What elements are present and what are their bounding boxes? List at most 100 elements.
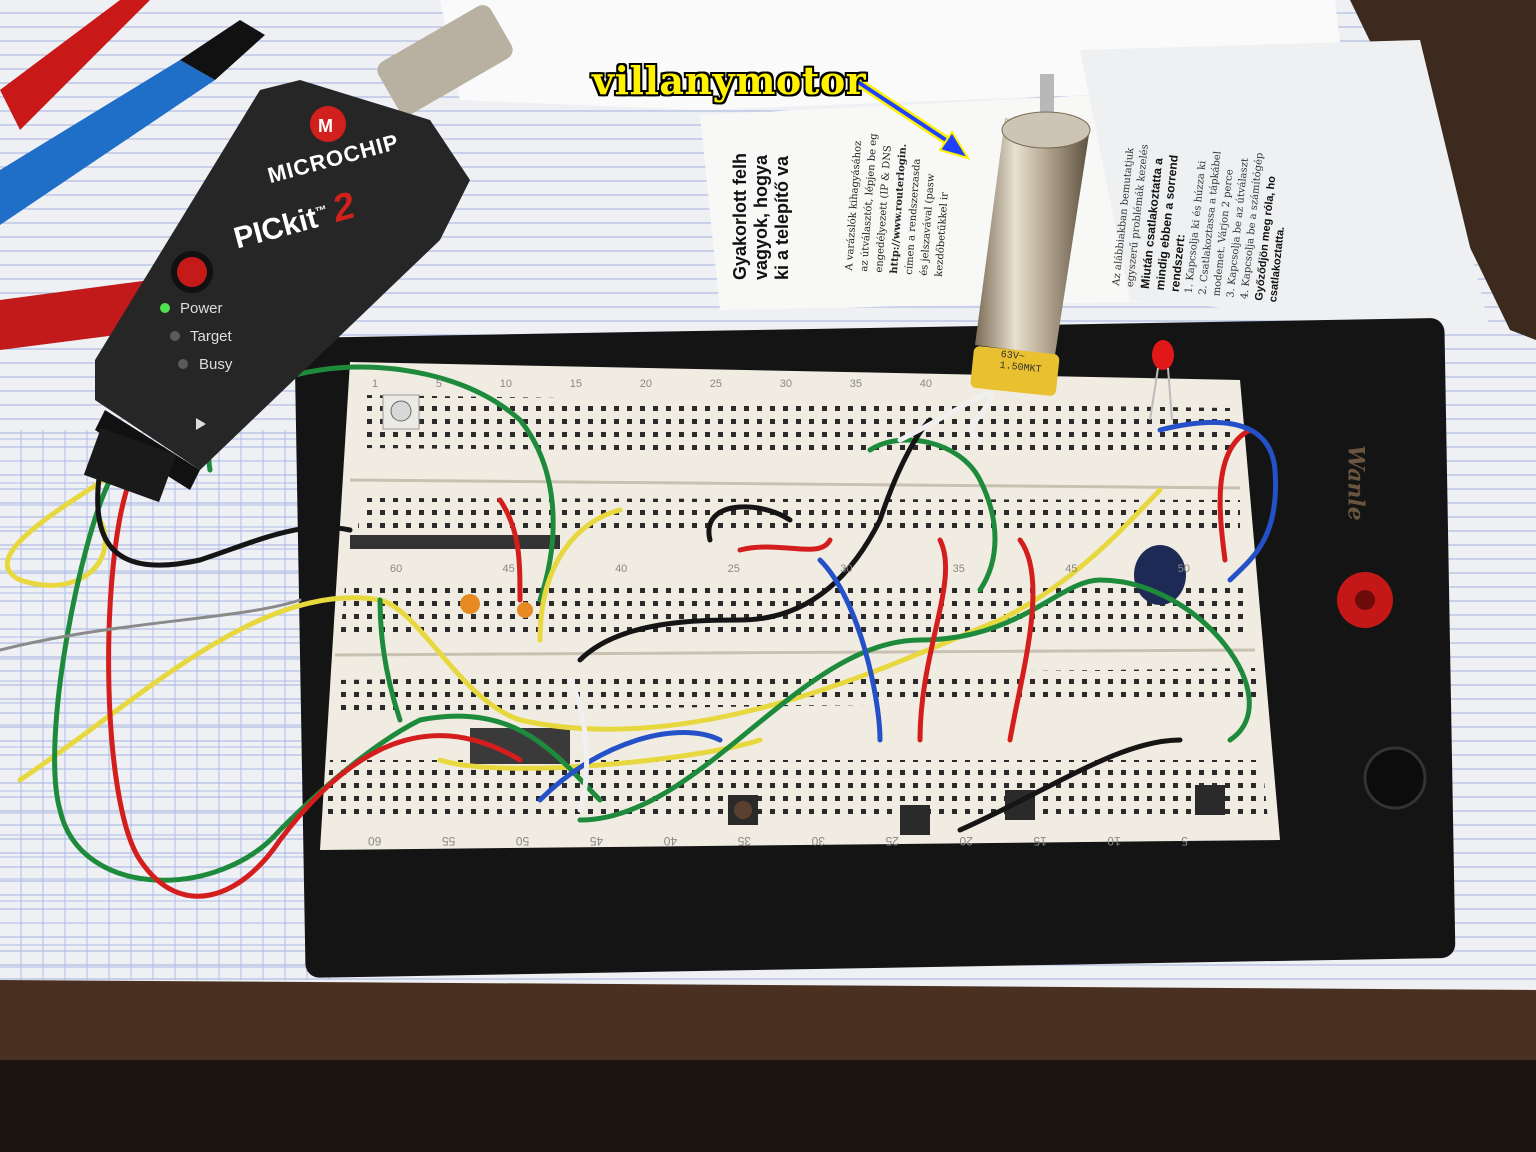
column-number: 5 bbox=[1181, 834, 1188, 848]
wire-red-3 bbox=[737, 537, 833, 553]
row-number: 60 bbox=[390, 563, 403, 575]
column-number: 20 bbox=[639, 378, 652, 390]
column-number: 35 bbox=[849, 378, 862, 390]
column-number: 35 bbox=[737, 834, 752, 848]
wire-black-long bbox=[95, 467, 353, 568]
column-number: 20 bbox=[959, 834, 973, 848]
wire-gray-long bbox=[0, 598, 302, 652]
led-label-busy: Busy bbox=[199, 356, 233, 373]
blue-pen bbox=[0, 60, 215, 225]
manual-heading-line: Gyakorlott felh bbox=[730, 152, 750, 280]
pickit-programmer: M bbox=[83, 5, 513, 503]
column-number: 40 bbox=[919, 378, 932, 390]
pickit-button bbox=[171, 251, 213, 293]
wire-red-2 bbox=[497, 497, 523, 603]
column-number: 30 bbox=[811, 834, 825, 848]
rail-stripe bbox=[334, 648, 1256, 657]
column-number: 45 bbox=[589, 834, 604, 848]
row-number: 35 bbox=[952, 563, 965, 575]
floor-shadow bbox=[0, 1060, 1536, 1152]
wire-blue-3 bbox=[537, 730, 723, 803]
manual-heading: Gyakorlott felh vagyok, hogya ki a telep… bbox=[730, 120, 793, 280]
pin-header bbox=[350, 535, 560, 549]
film-capacitor bbox=[970, 346, 1060, 396]
manual-right-text: Az alábbiakban bemutatjuk egyszerű probl… bbox=[1110, 76, 1302, 303]
wire-red-6 bbox=[1217, 427, 1253, 563]
wire-red-4 bbox=[917, 537, 949, 743]
annotation-arrow bbox=[853, 77, 971, 160]
ceramic-capacitor bbox=[517, 602, 533, 618]
wire-black-4 bbox=[957, 737, 1183, 833]
column-number: 25 bbox=[709, 378, 722, 390]
target-led bbox=[170, 331, 180, 341]
wire-blue-2 bbox=[817, 557, 883, 743]
manual-page bbox=[700, 90, 1230, 310]
power-led bbox=[160, 303, 170, 313]
black-pen-cap bbox=[180, 20, 265, 80]
terminal-post-black bbox=[1363, 746, 1427, 810]
wire-black-3 bbox=[706, 504, 793, 543]
row-numbers-mid: 60 45 40 25 30 35 45 50 bbox=[390, 563, 1190, 575]
row-number: 40 bbox=[615, 563, 628, 575]
column-number: 15 bbox=[1033, 834, 1047, 848]
column-number: 40 bbox=[663, 834, 678, 848]
column-numbers-bottom: 5 10 15 20 25 30 35 40 45 50 55 60 bbox=[368, 834, 1188, 848]
column-numbers-top: 1 5 10 15 20 25 30 35 40 bbox=[372, 378, 932, 390]
wire-green-long bbox=[52, 477, 603, 883]
row-number: 45 bbox=[502, 563, 515, 575]
row-number: 45 bbox=[1065, 563, 1078, 575]
wire-white bbox=[897, 391, 994, 443]
column-number: 50 bbox=[515, 834, 530, 848]
red-pliers bbox=[0, 0, 150, 130]
wire-white-2 bbox=[567, 677, 590, 813]
column-number: 5 bbox=[435, 378, 442, 390]
push-button-cap bbox=[734, 801, 752, 819]
manual-heading-line: ki a telepítő va bbox=[772, 155, 792, 280]
busy-led bbox=[178, 359, 188, 369]
push-button-4 bbox=[1195, 785, 1225, 815]
pickit-trademark: ™ bbox=[313, 202, 329, 219]
wire-red-5 bbox=[1007, 537, 1036, 743]
column-number: 1 bbox=[372, 378, 379, 390]
red-led bbox=[1152, 340, 1174, 370]
rail-stripe bbox=[349, 478, 1241, 490]
column-number: 60 bbox=[368, 834, 382, 848]
motor-annotation-label: villanymotor bbox=[592, 58, 867, 103]
electric-motor bbox=[975, 118, 1090, 355]
led-label-power: Power bbox=[180, 300, 223, 317]
manual-heading-line: vagyok, hogya bbox=[751, 154, 771, 280]
manual-body: A varázslók kihagyásához az útválasztót,… bbox=[842, 100, 959, 277]
manual-page-right bbox=[1080, 40, 1490, 330]
wire-blue bbox=[1157, 419, 1279, 583]
wire-black-2 bbox=[577, 417, 933, 663]
hole-block-top bbox=[360, 395, 1235, 455]
row-number: 30 bbox=[840, 563, 853, 575]
column-number: 30 bbox=[779, 378, 792, 390]
potentiometer-knob bbox=[390, 400, 412, 422]
push-button-2 bbox=[900, 805, 930, 835]
column-number: 10 bbox=[1107, 834, 1121, 848]
wire-green-3 bbox=[577, 577, 1252, 823]
capacitor-label: 63V~ 1.50MKT bbox=[999, 350, 1043, 376]
led-leg bbox=[1167, 367, 1173, 421]
hole-block-mid bbox=[340, 585, 1250, 640]
hole-block-bottom bbox=[325, 760, 1268, 822]
row-number: 50 bbox=[1177, 563, 1190, 575]
led-leg bbox=[1149, 367, 1159, 421]
wire-yellow bbox=[4, 467, 123, 588]
wire-red-long bbox=[106, 477, 523, 899]
base-label: Wanle bbox=[1342, 445, 1369, 521]
svg-text:M: M bbox=[318, 116, 333, 136]
ceramic-capacitor bbox=[460, 594, 480, 614]
rail-mid bbox=[333, 668, 1258, 712]
microchip-logo bbox=[310, 106, 346, 142]
motor-endcap bbox=[1001, 111, 1091, 149]
led-label-target: Target bbox=[190, 328, 232, 345]
rail-top bbox=[358, 498, 1240, 530]
column-number: 10 bbox=[499, 378, 512, 390]
row-number: 25 bbox=[727, 563, 740, 575]
terminal-post-red-center bbox=[1355, 590, 1375, 610]
column-number: 15 bbox=[569, 378, 582, 390]
wire-yellow-3 bbox=[537, 507, 623, 643]
